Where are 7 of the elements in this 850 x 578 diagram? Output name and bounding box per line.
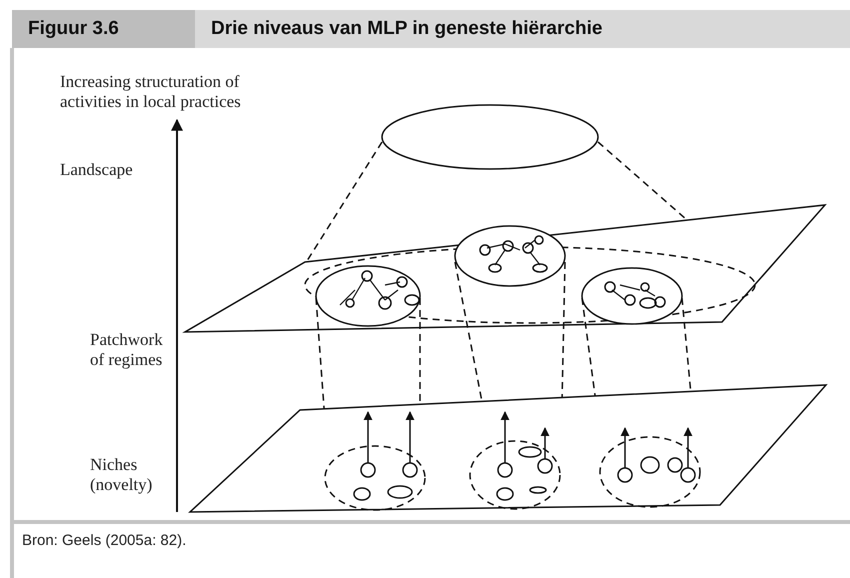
figure-title: Drie niveaus van MLP in geneste hiërarchie	[195, 10, 850, 48]
source-note: Bron: Geels (2005a: 82).	[22, 532, 186, 549]
figure-number: Figuur 3.6	[12, 10, 195, 48]
level-label: Landscape	[60, 160, 134, 180]
level-label: Patchwork of regimes	[90, 330, 164, 370]
axis-label: Increasing structuration of activities in local practices	[60, 72, 242, 112]
level-label: Niches (novelty)	[90, 455, 154, 495]
